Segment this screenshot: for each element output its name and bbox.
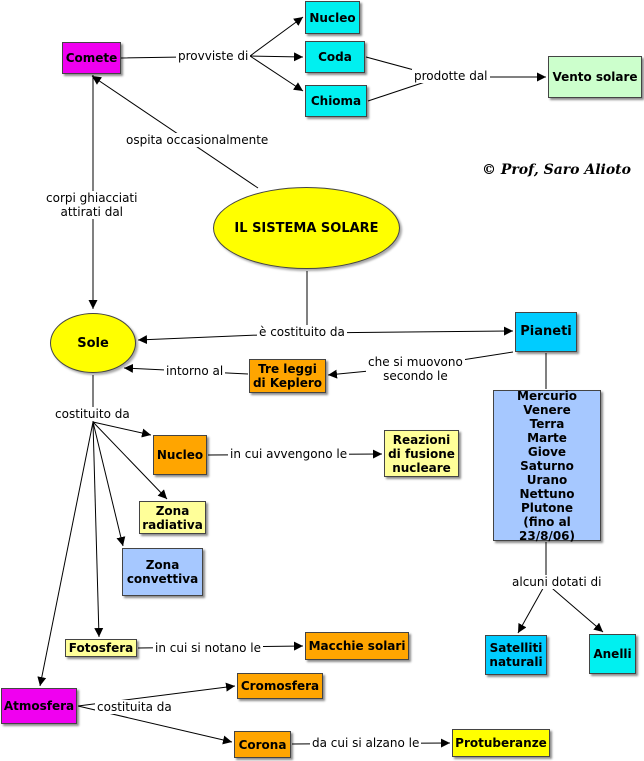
planet-item: Saturno: [520, 458, 574, 473]
label-costituito: è costituito da: [257, 325, 347, 339]
node-corona: Corona: [234, 731, 291, 758]
label-costituita: costituita da: [95, 700, 174, 714]
node-atmosfera: Atmosfera: [1, 688, 77, 724]
node-zona-convettiva: Zona convettiva: [122, 548, 203, 596]
node-tre-leggi: Tre leggi di Keplero: [249, 359, 326, 393]
edge-fan-nucleo: [92, 421, 152, 438]
edge-dotati-satelliti: [517, 582, 547, 634]
label-dotati: alcuni dotati di: [510, 575, 604, 589]
node-nucleo-sole: Nucleo: [153, 435, 207, 475]
edge-dotati-anelli: [545, 582, 604, 633]
node-reazioni: Reazioni di fusione nucleare: [384, 430, 459, 477]
node-sistema-solare: IL SISTEMA SOLARE: [213, 187, 400, 269]
label-intorno: intorno al: [164, 364, 226, 378]
node-pianeti: Pianeti: [515, 312, 577, 352]
node-sole: Sole: [50, 313, 136, 373]
planet-item: Giove: [527, 444, 567, 459]
node-anelli: Anelli: [589, 634, 636, 674]
edge-fan-convettiva: [92, 421, 126, 547]
planet-item: Plutone: [520, 500, 574, 515]
node-cromosfera: Cromosfera: [237, 673, 323, 699]
label-muovono: che si muovono secondo le: [366, 355, 465, 383]
label-alzano: da cui si alzano le: [310, 736, 422, 750]
planet-item: (fino al 23/8/06): [519, 514, 575, 543]
node-vento-solare: Vento solare: [548, 56, 642, 98]
node-protuberanze: Protuberanze: [452, 729, 550, 757]
node-coda: Coda: [305, 41, 365, 73]
label-provviste: provviste di: [176, 49, 251, 63]
node-nucleo-cometa: Nucleo: [305, 1, 360, 34]
node-comete: Comete: [62, 42, 121, 74]
label-avvengono: in cui avvengono le: [228, 447, 350, 461]
planet-item: Urano: [526, 472, 568, 487]
edge-sistema-comete: [91, 75, 259, 189]
planet-item: Marte: [527, 430, 567, 445]
node-satelliti-naturali: Satelliti naturali: [485, 635, 547, 675]
label-notano: in cui si notano le: [153, 641, 263, 655]
label-ospita: ospita occasionalmente: [124, 133, 271, 147]
planet-item: Venere: [523, 402, 571, 417]
planet-item: Terra: [529, 416, 565, 431]
author-credit: © Prof, Saro Alioto: [482, 162, 631, 178]
label-corpi: corpi ghiacciati attirati dal: [44, 191, 140, 219]
edge-fan-fotosfera: [92, 421, 104, 638]
edge-comete-coda: [249, 52, 304, 62]
node-macchie-solari: Macchie solari: [305, 632, 409, 660]
edge-comete-chioma: [249, 55, 304, 92]
node-zona-radiativa: Zona radiativa: [139, 501, 206, 534]
planet-item: Nettuno: [519, 486, 575, 501]
edge-fan-atmosfera: [37, 421, 94, 687]
label-prodotte: prodotte dal: [412, 69, 490, 83]
planet-item: Mercurio: [517, 388, 577, 403]
node-fotosfera: Fotosfera: [65, 639, 137, 657]
node-chioma: Chioma: [305, 85, 367, 117]
edge-fan-radiativa: [92, 421, 168, 500]
label-costituito-da: costituito da: [53, 407, 132, 421]
